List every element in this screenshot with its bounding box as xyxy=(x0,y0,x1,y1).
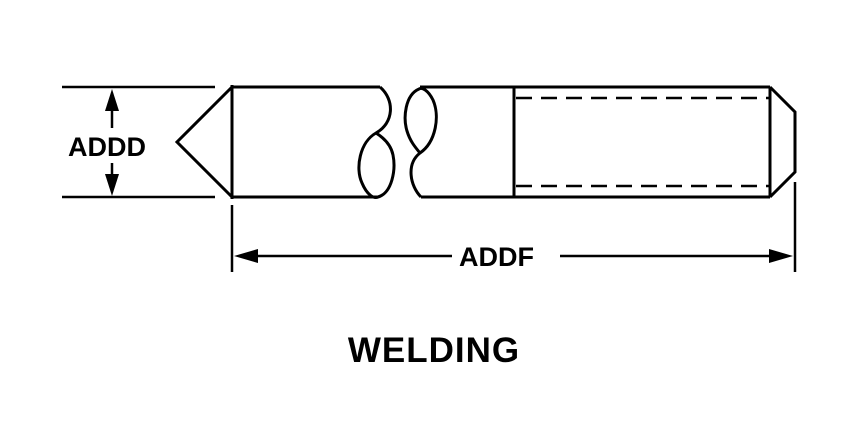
break-line-right xyxy=(403,86,438,199)
length-dimension xyxy=(234,249,793,263)
diameter-arrow-up xyxy=(105,89,119,111)
length-arrow-left xyxy=(234,249,258,263)
diameter-arrow-down xyxy=(105,174,119,196)
diameter-dimension xyxy=(105,89,119,196)
length-label: ADDF xyxy=(459,242,534,272)
pointed-end xyxy=(174,85,234,199)
diameter-label: ADDD xyxy=(68,132,146,162)
diagram-caption: WELDING xyxy=(348,331,520,370)
break-line-left xyxy=(357,85,396,199)
chamfered-end xyxy=(768,85,797,199)
length-arrow-right xyxy=(769,249,793,263)
